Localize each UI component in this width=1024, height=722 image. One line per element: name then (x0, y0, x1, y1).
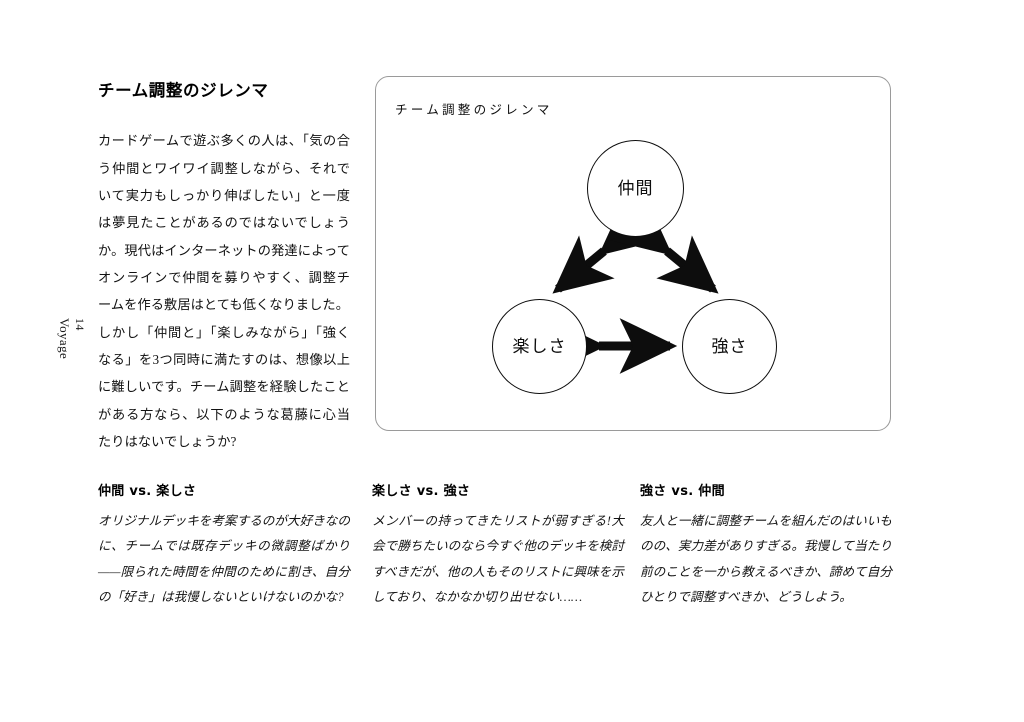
dilemma-column-1: 仲間 vs. 楽しさ オリジナルデッキを考案するのが大好きなのに、チームでは既存… (98, 480, 350, 611)
dilemma-body: 友人と一緒に調整チームを組んだのはいいものの、実力差がありすぎる。我慢して当たり… (640, 514, 892, 605)
dilemma-body: メンバーの持ってきたリストが弱すぎる!大会で勝ちたいのなら今すぐ他のデッキを検討… (372, 514, 624, 605)
figure-panel: チーム調整のジレンマ 仲間 楽しさ 強さ (375, 76, 891, 431)
page-number: 14 (73, 318, 87, 331)
figure-caption: チーム調整のジレンマ (395, 103, 553, 117)
figure-canvas: 仲間 楽しさ 強さ (376, 77, 890, 430)
dilemma-column-2: 楽しさ vs. 強さ メンバーの持ってきたリストが弱すぎる!大会で勝ちたいのなら… (372, 480, 624, 611)
figure-node-label: 楽しさ (512, 337, 567, 356)
dilemma-column-3: 強さ vs. 仲間 友人と一緒に調整チームを組んだのはいいものの、実力差がありす… (640, 480, 892, 611)
figure-node-nakama: 仲間 (587, 140, 684, 237)
dilemma-heading: 強さ vs. 仲間 (640, 484, 725, 499)
page-margin-running-head: Voyage 14 (30, 318, 87, 428)
figure-node-tanoshisa: 楽しさ (492, 299, 587, 394)
dilemma-heading: 楽しさ vs. 強さ (372, 484, 471, 499)
figure-node-tsuyosa: 強さ (682, 299, 777, 394)
dilemma-heading: 仲間 vs. 楽しさ (98, 484, 197, 499)
article-body: カードゲームで遊ぶ多くの人は、「気の合う仲間とワイワイ調整しながら、それでいて実… (98, 127, 350, 455)
article-paragraph-1: カードゲームで遊ぶ多くの人は、「気の合う仲間とワイワイ調整しながら、それでいて実… (98, 133, 350, 313)
figure-node-label: 強さ (711, 337, 748, 356)
arrow-nakama-tanoshisa (552, 197, 661, 294)
article-column: チーム調整のジレンマ カードゲームで遊ぶ多くの人は、「気の合う仲間とワイワイ調整… (98, 80, 350, 455)
running-title: Voyage (57, 318, 72, 360)
page-title: チーム調整のジレンマ (98, 81, 269, 100)
article-paragraph-2: しかし「仲間と」「楽しみながら」「強くなる」を3つ同時に満たすのは、想像以上に難… (98, 324, 350, 450)
figure-node-label: 仲間 (617, 179, 654, 198)
figure-arrows (548, 197, 719, 374)
dilemma-body: オリジナルデッキを考案するのが大好きなのに、チームでは既存デッキの微調整ばかり—… (98, 514, 350, 605)
arrow-nakama-tsuyosa (610, 197, 719, 294)
